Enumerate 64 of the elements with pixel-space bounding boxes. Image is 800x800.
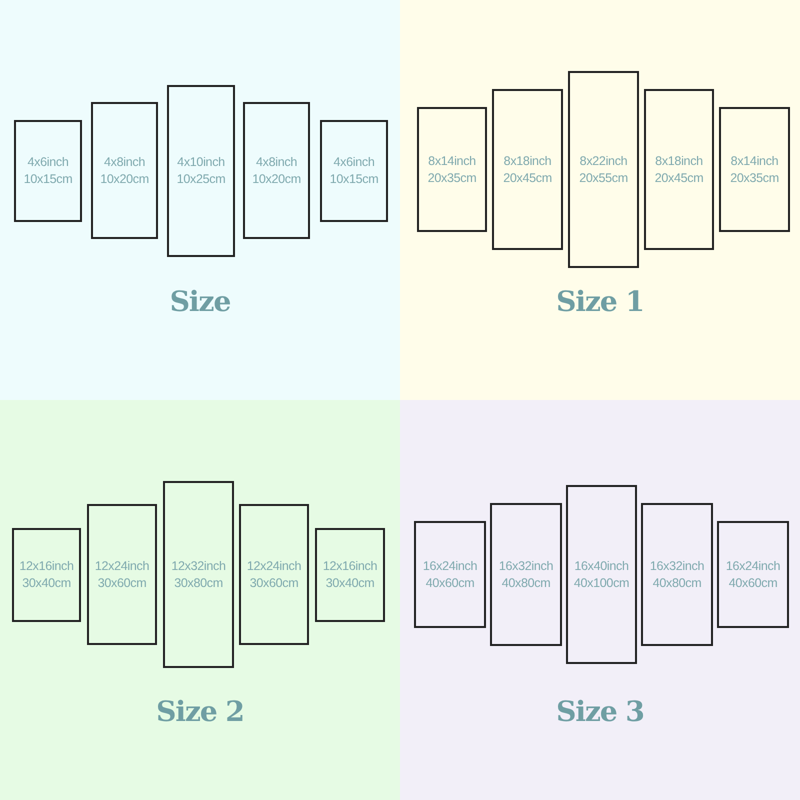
size-label: 8x22inch [580, 152, 628, 170]
size-label: 8x14inch [730, 152, 778, 170]
size-label: 10x15cm [330, 171, 378, 188]
canvas-panel [12, 528, 81, 622]
size-label: 10x20cm [100, 170, 149, 188]
canvas-panel [719, 107, 790, 232]
size-label: 12x32inch [171, 558, 226, 574]
canvas-panel [717, 521, 789, 628]
size-label: 16x24inch [726, 558, 780, 574]
size-label: 16x32inch [498, 558, 554, 574]
size-label: 12x24inch [246, 558, 302, 574]
canvas-panel [91, 102, 158, 239]
size-label: 8x18inch [504, 152, 552, 170]
canvas-panel [315, 528, 385, 622]
size-label: 40x80cm [502, 574, 550, 592]
size-label: 30x40cm [326, 575, 374, 592]
canvas-panel [320, 120, 388, 222]
size-title: Size [168, 285, 232, 318]
size-label: 40x60cm [426, 574, 474, 592]
size-label: 8x18inch [655, 152, 703, 170]
canvas-panel [243, 102, 310, 239]
canvas-panel [568, 71, 639, 268]
size-label: 30x80cm [174, 574, 223, 592]
canvas-panel [167, 85, 235, 257]
canvas-panel [163, 481, 234, 668]
size-label: 16x40inch [574, 558, 629, 574]
size-label: 8x14inch [428, 152, 476, 170]
size-label: 30x60cm [250, 574, 298, 592]
size-label: 20x35cm [730, 170, 779, 186]
canvas-panel [566, 485, 637, 664]
size-label: 10x25cm [176, 171, 226, 188]
size-label: 30x40cm [22, 575, 71, 592]
canvas-panel [492, 89, 563, 250]
size-label: 30x60cm [98, 574, 146, 592]
size-label: 20x55cm [579, 170, 628, 186]
size-label: 12x24inch [94, 558, 150, 574]
canvas-panel [239, 504, 309, 645]
size-title: Size 2 [155, 695, 245, 728]
size-label: 10x15cm [24, 171, 72, 188]
size-label: 10x20cm [252, 170, 301, 188]
canvas-panel [644, 89, 714, 250]
size-label: 20x45cm [503, 170, 552, 186]
size-label: 4x10inch [177, 154, 225, 171]
canvas-panel [14, 120, 82, 222]
size-label: 16x24inch [422, 558, 478, 574]
size-label: 20x45cm [654, 170, 704, 186]
size-title: Size 3 [555, 695, 645, 728]
size-label: 4x8inch [104, 154, 145, 170]
canvas-panel [490, 503, 562, 646]
size-label: 40x60cm [728, 574, 778, 592]
size-label: 4x8inch [256, 154, 297, 170]
canvas-panel [414, 521, 486, 628]
size-label: 40x100cm [574, 574, 630, 592]
size-label: 16x32inch [650, 558, 704, 574]
canvas-panel [87, 504, 157, 645]
size-label: 40x80cm [652, 574, 702, 592]
size-title: Size 1 [555, 285, 645, 318]
size-label: 4x6inch [28, 154, 68, 171]
size-label: 20x35cm [428, 170, 476, 186]
size-label: 4x6inch [334, 154, 374, 171]
canvas-panel [417, 107, 487, 232]
size-label: 12x16inch [322, 558, 378, 575]
size-label: 12x16inch [19, 558, 74, 575]
canvas-panel [641, 503, 713, 646]
